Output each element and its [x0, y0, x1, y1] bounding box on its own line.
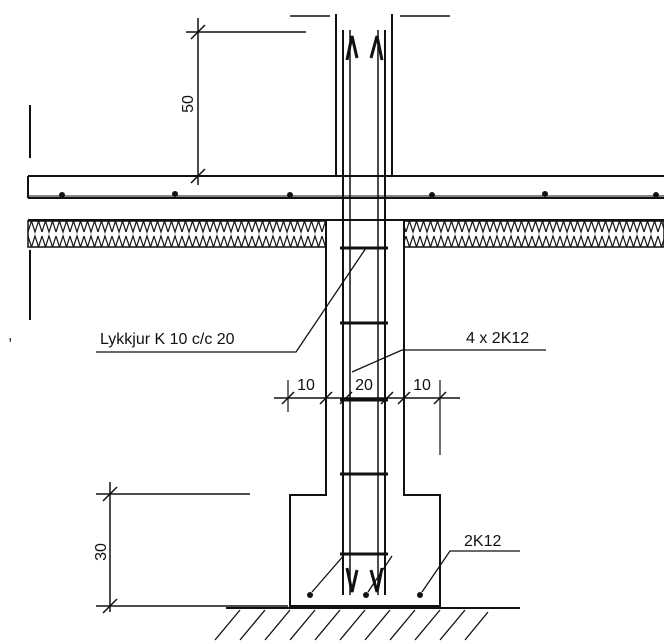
dim-30-label: 30	[93, 543, 110, 561]
dim-10-left-label: 10	[297, 377, 315, 394]
footing-rebar-dots	[307, 592, 423, 598]
vertical-bars-callout: 4 x 2K12	[351, 330, 546, 373]
dimension-30: 30	[93, 482, 288, 614]
footing-bars-label: 2K12	[464, 533, 501, 550]
dim-20-label: 20	[355, 377, 373, 394]
insulation-left	[27, 220, 327, 248]
vertical-bars-label: 4 x 2K12	[466, 330, 529, 347]
dim-10-right-label: 10	[413, 377, 431, 394]
vertical-rebars	[342, 30, 386, 595]
slab-rebar-dots	[59, 191, 659, 198]
dimension-50: 50	[180, 18, 306, 185]
stray-mark: ,	[8, 327, 12, 344]
stirrup-label: Lykkjur K 10 c/c 20	[100, 331, 235, 348]
foundation-outline	[289, 221, 441, 607]
footing-bars-callout: 2K12	[311, 533, 520, 593]
dimension-wall-widths: 10 20 10	[274, 377, 460, 455]
dim-50-label: 50	[180, 95, 197, 113]
ground-hatch	[214, 607, 520, 641]
wall-upper	[290, 14, 450, 176]
floor-slab	[27, 175, 664, 221]
insulation-right	[403, 220, 664, 248]
stirrup-callout: Lykkjur K 10 c/c 20	[96, 247, 367, 353]
stirrups	[340, 246, 388, 556]
